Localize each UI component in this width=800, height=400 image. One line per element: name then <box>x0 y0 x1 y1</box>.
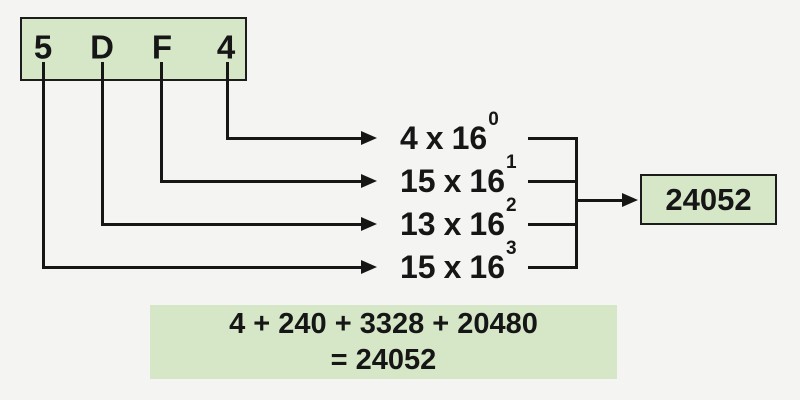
connector-digitD-horizontal <box>100 222 362 226</box>
base: 16 <box>451 120 488 156</box>
connector-result-horizontal <box>577 198 623 202</box>
connector-digit4-vertical <box>225 62 229 140</box>
arrow-right-icon <box>361 174 377 188</box>
connector-digitF-vertical <box>159 62 163 183</box>
base: 16 <box>469 249 505 285</box>
arrow-right-icon <box>622 193 638 207</box>
sum-box: 4 + 240 + 3328 + 20480 = 24052 <box>150 305 617 379</box>
hex-number-box <box>20 17 247 81</box>
decimal-result-box: 24052 <box>640 174 777 225</box>
arrow-right-icon <box>361 217 377 231</box>
bracket-stub-row4 <box>528 265 578 269</box>
multiply-sign: x <box>443 206 462 242</box>
exponent: 3 <box>505 238 517 260</box>
coefficient: 15 <box>400 249 436 285</box>
multiply-sign: x <box>443 163 462 199</box>
exponent: 1 <box>505 152 517 174</box>
connector-digitF-horizontal <box>159 179 362 183</box>
coefficient: 13 <box>400 206 436 242</box>
exponent: 2 <box>505 195 517 217</box>
decimal-result-value: 24052 <box>665 181 752 217</box>
sum-line-total: = 24052 <box>330 344 437 376</box>
hex-digit-d: D <box>90 28 114 66</box>
multiply-sign: x <box>443 249 462 285</box>
hex-digit-4: 4 <box>216 28 236 66</box>
bracket-vertical-line <box>575 136 578 269</box>
sum-line-terms: 4 + 240 + 3328 + 20480 <box>229 308 538 340</box>
bracket-stub-row2 <box>528 179 578 183</box>
hex-digit-5: 5 <box>33 28 53 66</box>
connector-digitD-vertical <box>100 62 104 226</box>
connector-digit5-horizontal <box>41 265 362 269</box>
base: 16 <box>469 206 505 242</box>
connector-digit5-vertical <box>41 62 45 269</box>
base: 16 <box>469 163 505 199</box>
arrow-right-icon <box>361 131 377 145</box>
multiply-sign: x <box>425 120 444 156</box>
coefficient: 4 <box>400 120 418 156</box>
connector-digit4-horizontal <box>225 136 362 140</box>
bracket-stub-row3 <box>528 222 578 226</box>
exponent: 0 <box>488 109 499 131</box>
bracket-stub-row1 <box>528 136 578 140</box>
coefficient: 15 <box>400 163 436 199</box>
arrow-right-icon <box>361 260 377 274</box>
hex-digit-f: F <box>151 28 173 66</box>
